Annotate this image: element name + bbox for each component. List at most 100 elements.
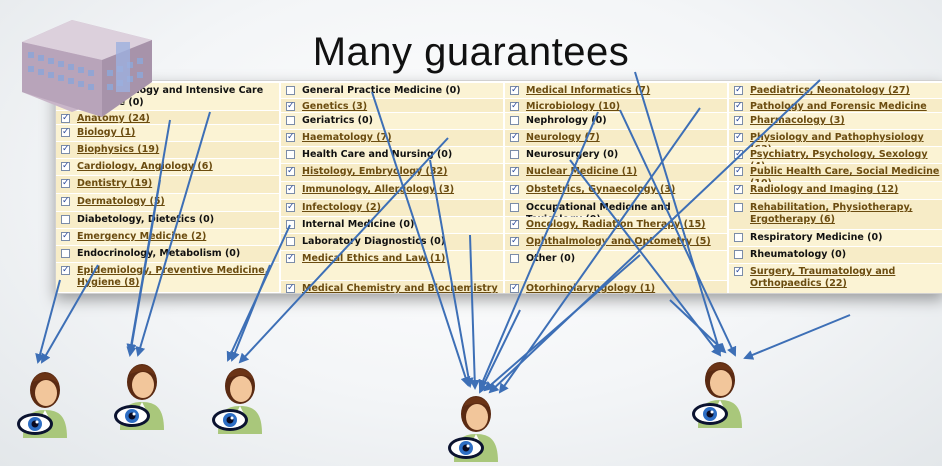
- category-checkbox[interactable]: [61, 264, 70, 276]
- category-item[interactable]: Nuclear Medicine (1): [505, 164, 727, 181]
- category-checkbox[interactable]: [286, 252, 295, 264]
- category-item[interactable]: Oncology, Radiation Therapy (15): [505, 217, 727, 233]
- category-item[interactable]: Neurosurgery (0): [505, 147, 727, 163]
- category-item[interactable]: Pathology and Forensic Medicine (8): [729, 99, 942, 124]
- category-label[interactable]: Surgery, Traumatology and Orthopaedics (…: [750, 266, 896, 289]
- category-checkbox[interactable]: [286, 220, 295, 229]
- category-label[interactable]: Obstetrics, Gynaecology (3): [526, 184, 676, 195]
- category-label[interactable]: Immunology, Allergology (3): [302, 184, 455, 195]
- category-item[interactable]: Biophysics (19): [56, 142, 279, 158]
- category-checkbox[interactable]: [510, 150, 519, 159]
- category-checkbox[interactable]: [510, 84, 519, 96]
- category-label[interactable]: Medical Chemistry and Biochemistry (113): [302, 283, 498, 294]
- category-item[interactable]: Paediatrics, Neonatology (27): [729, 83, 942, 98]
- category-label[interactable]: Radiology and Imaging (12): [750, 184, 899, 195]
- category-label[interactable]: Anatomy (24): [77, 113, 150, 124]
- category-item[interactable]: Health Care and Nursing (0): [281, 147, 503, 163]
- category-checkbox[interactable]: [734, 100, 743, 112]
- category-checkbox[interactable]: [61, 126, 70, 138]
- category-checkbox[interactable]: [61, 177, 70, 189]
- category-item[interactable]: Occupational Medicine and Toxicology (0): [505, 200, 727, 225]
- category-checkbox[interactable]: [734, 250, 743, 259]
- category-checkbox[interactable]: [510, 218, 519, 230]
- category-item[interactable]: Neurology (7): [505, 130, 727, 146]
- category-item[interactable]: Internal Medicine (0): [281, 217, 503, 233]
- category-checkbox[interactable]: [61, 215, 70, 224]
- category-label[interactable]: Rehabilitation, Physiotherapy, Ergothera…: [750, 202, 913, 225]
- category-item[interactable]: Medical Ethics and Law (1): [281, 251, 503, 280]
- category-label[interactable]: Emergency Medicine (2): [77, 231, 207, 242]
- category-checkbox[interactable]: [61, 143, 70, 155]
- category-label[interactable]: Paediatrics, Neonatology (27): [750, 85, 910, 96]
- category-label[interactable]: Medical Ethics and Law (1): [302, 253, 446, 264]
- category-item[interactable]: Rheumatology (0): [729, 247, 942, 263]
- category-item[interactable]: Ophthalmology and Optometry (5): [505, 234, 727, 250]
- category-checkbox[interactable]: [734, 131, 743, 143]
- category-label[interactable]: Haematology (7): [302, 132, 392, 143]
- category-checkbox[interactable]: [286, 116, 295, 125]
- category-checkbox[interactable]: [510, 254, 519, 263]
- category-item[interactable]: Genetics (3): [281, 99, 503, 112]
- category-item[interactable]: Psychiatry, Psychology, Sexology (4): [729, 147, 942, 172]
- category-checkbox[interactable]: [734, 203, 743, 212]
- category-item[interactable]: Medical Chemistry and Biochemistry (113): [281, 281, 503, 294]
- category-label[interactable]: Histology, Embryology (32): [302, 166, 448, 177]
- category-checkbox[interactable]: [286, 86, 295, 95]
- category-item[interactable]: Dermatology (5): [56, 194, 279, 211]
- category-label[interactable]: Microbiology (10): [526, 101, 621, 112]
- category-checkbox[interactable]: [286, 183, 295, 195]
- category-checkbox[interactable]: [286, 131, 295, 143]
- category-checkbox[interactable]: [286, 201, 295, 213]
- category-item[interactable]: Gastroenterology and Hepatology (9): [56, 293, 279, 294]
- category-label[interactable]: Medical Informatics (7): [526, 85, 651, 96]
- category-label[interactable]: Pharmacology (3): [750, 115, 845, 126]
- category-checkbox[interactable]: [510, 131, 519, 143]
- category-item[interactable]: Dentistry (19): [56, 176, 279, 193]
- category-label[interactable]: Biology (1): [77, 127, 136, 138]
- category-checkbox[interactable]: [734, 84, 743, 96]
- category-checkbox[interactable]: [286, 150, 295, 159]
- category-checkbox[interactable]: [286, 282, 295, 293]
- category-checkbox[interactable]: [61, 112, 70, 124]
- category-label[interactable]: Otorhinolaryngology (1): [526, 283, 656, 294]
- category-label[interactable]: Epidemiology, Preventive Medicine, Hygie…: [77, 265, 269, 288]
- category-checkbox[interactable]: [61, 160, 70, 172]
- category-checkbox[interactable]: [61, 249, 70, 258]
- category-item[interactable]: Immunology, Allergology (3): [281, 182, 503, 199]
- category-item[interactable]: Medical Informatics (7): [505, 83, 727, 98]
- category-checkbox[interactable]: [61, 230, 70, 242]
- category-item[interactable]: Surgery, Traumatology and Orthopaedics (…: [729, 264, 942, 293]
- category-checkbox[interactable]: [734, 265, 743, 277]
- category-item[interactable]: Histology, Embryology (32): [281, 164, 503, 181]
- category-item[interactable]: Public Health Care, Social Medicine (10): [729, 164, 942, 189]
- category-checkbox[interactable]: [510, 203, 519, 212]
- category-label[interactable]: Genetics (3): [302, 101, 368, 112]
- category-label[interactable]: Dentistry (19): [77, 178, 153, 189]
- category-checkbox[interactable]: [510, 116, 519, 125]
- category-label[interactable]: Nuclear Medicine (1): [526, 166, 638, 177]
- category-item[interactable]: Respiratory Medicine (0): [729, 230, 942, 246]
- category-item[interactable]: Emergency Medicine (2): [56, 229, 279, 245]
- category-label[interactable]: Ophthalmology and Optometry (5): [526, 236, 711, 247]
- category-label[interactable]: Cardiology, Angiology (6): [77, 161, 213, 172]
- category-checkbox[interactable]: [286, 237, 295, 246]
- category-item[interactable]: Otorhinolaryngology (1): [505, 281, 727, 294]
- category-checkbox[interactable]: [286, 165, 295, 177]
- category-checkbox[interactable]: [510, 183, 519, 195]
- category-checkbox[interactable]: [510, 282, 519, 293]
- category-checkbox[interactable]: [510, 235, 519, 247]
- category-item[interactable]: Pharmacology (3): [729, 113, 942, 129]
- category-item[interactable]: Cardiology, Angiology (6): [56, 159, 279, 175]
- category-label[interactable]: Oncology, Radiation Therapy (15): [526, 219, 706, 230]
- category-checkbox[interactable]: [510, 100, 519, 112]
- category-item[interactable]: Infectology (2): [281, 200, 503, 216]
- category-checkbox[interactable]: [734, 148, 743, 160]
- category-item[interactable]: Obstetrics, Gynaecology (3): [505, 182, 727, 199]
- category-item[interactable]: Biology (1): [56, 125, 279, 141]
- category-checkbox[interactable]: [61, 195, 70, 207]
- category-item[interactable]: Geriatrics (0): [281, 113, 503, 129]
- category-item[interactable]: Microbiology (10): [505, 99, 727, 112]
- category-item[interactable]: Physiology and Pathophysiology (63): [729, 130, 942, 155]
- category-item[interactable]: Other (0): [505, 251, 727, 280]
- category-item[interactable]: Nephrology (0): [505, 113, 727, 129]
